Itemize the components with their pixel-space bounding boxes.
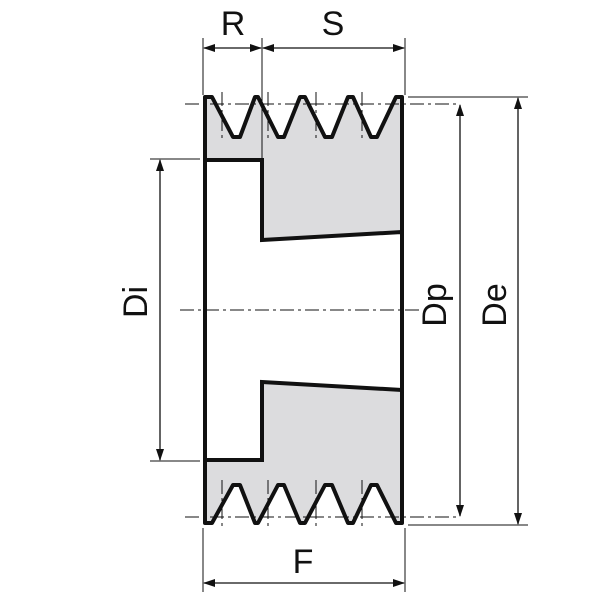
label-S: S	[322, 5, 345, 43]
label-Di: Di	[117, 286, 155, 318]
label-Dp: Dp	[416, 283, 454, 326]
extension-lines	[150, 38, 528, 592]
center-lines	[180, 92, 460, 528]
label-R: R	[221, 5, 246, 43]
label-F: F	[293, 543, 314, 581]
bore	[203, 158, 404, 462]
label-De: De	[476, 283, 514, 326]
